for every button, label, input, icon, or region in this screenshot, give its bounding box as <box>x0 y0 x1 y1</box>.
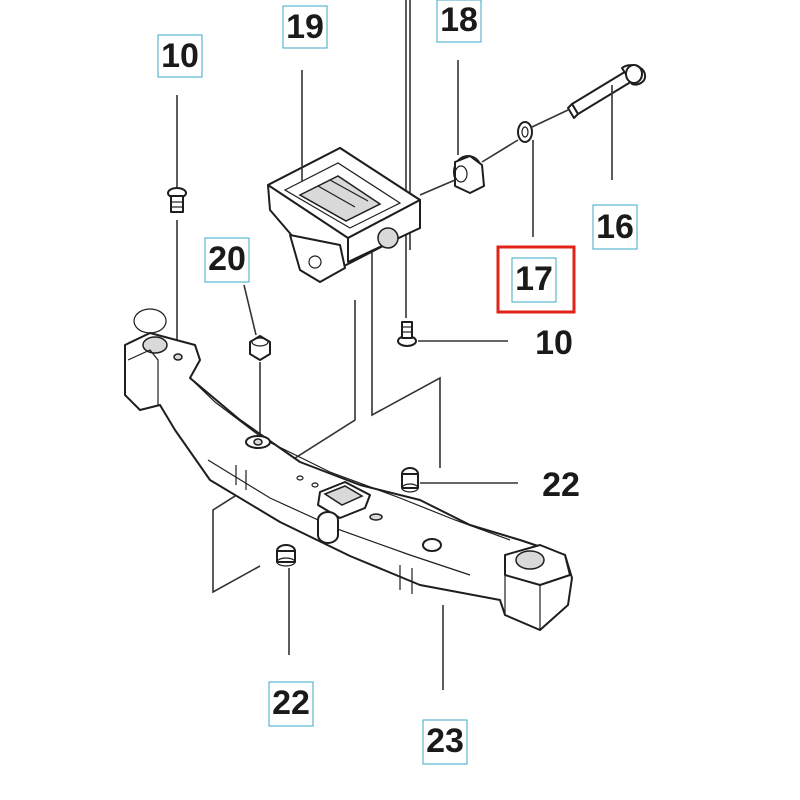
svg-text:19: 19 <box>286 8 324 46</box>
callout-20[interactable]: 20 <box>204 237 250 283</box>
svg-text:16: 16 <box>596 208 634 246</box>
main-beam-part[interactable] <box>124 308 573 690</box>
assembly-axis-line <box>419 109 569 196</box>
svg-text:23: 23 <box>426 722 464 760</box>
callout-10-top[interactable]: 10 <box>157 34 203 78</box>
svg-text:22: 22 <box>542 466 580 504</box>
callout-19[interactable]: 19 <box>282 5 328 49</box>
vertical-rod <box>405 0 411 318</box>
guide-plane-right <box>371 245 441 468</box>
callout-22-bottom[interactable]: 22 <box>268 681 314 727</box>
svg-text:18: 18 <box>440 1 478 39</box>
nut-part[interactable] <box>243 284 271 440</box>
spacer-part[interactable] <box>453 60 485 194</box>
mounting-bracket-part[interactable] <box>267 70 421 283</box>
callout-16[interactable]: 16 <box>592 204 638 250</box>
callout-23[interactable]: 23 <box>422 719 468 765</box>
callout-17-highlighted[interactable]: 17 <box>496 245 576 314</box>
callout-22-right[interactable]: 22 <box>542 466 580 504</box>
cap-part-right[interactable] <box>401 467 518 493</box>
washer-part[interactable] <box>517 121 534 237</box>
bolt-part[interactable] <box>567 64 647 180</box>
svg-text:22: 22 <box>272 684 310 722</box>
svg-text:20: 20 <box>208 240 246 278</box>
svg-text:17: 17 <box>515 260 553 298</box>
svg-text:10: 10 <box>535 324 573 362</box>
screw-part-right[interactable] <box>397 321 508 347</box>
callout-18[interactable]: 18 <box>436 0 482 43</box>
cap-part-left[interactable] <box>276 544 296 655</box>
callout-10-right[interactable]: 10 <box>535 324 573 362</box>
screw-part-left[interactable] <box>167 95 187 355</box>
svg-text:10: 10 <box>161 37 199 75</box>
guide-plane-left <box>212 300 356 594</box>
